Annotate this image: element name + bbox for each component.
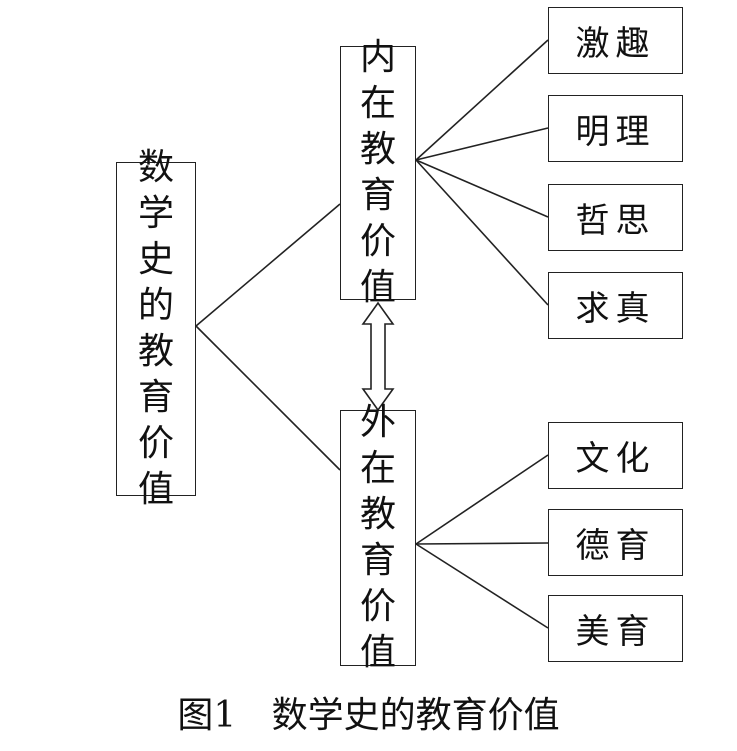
leaf-label: 激趣 [575, 24, 656, 64]
leaf-label: 美育 [575, 612, 656, 652]
leaf-label: 文化 [575, 439, 656, 479]
vertical-char: 值 [137, 469, 174, 510]
vertical-char: 史 [137, 239, 174, 280]
leaf-node-mingli: 明理 [548, 95, 683, 162]
vertical-char: 在 [359, 448, 396, 489]
figure-caption: 图1 数学史的教育价值 [0, 686, 737, 738]
leaf-node-meiyu: 美育 [548, 595, 683, 662]
vertical-char: 的 [137, 285, 174, 326]
vertical-char: 值 [359, 267, 396, 308]
leaf-label: 德育 [575, 526, 656, 566]
edge-extrinsic-leaf-2 [415, 542, 549, 545]
edge-intrinsic-leaf-3 [415, 159, 549, 218]
root-node: 数学史的教育价值 [116, 147, 196, 510]
leaf-label: 求真 [575, 289, 656, 329]
edge-intrinsic-leaf-4 [415, 159, 549, 306]
edge-intrinsic-leaf-2 [415, 127, 549, 161]
extrinsic-value-node: 外在教育价值 [340, 402, 416, 673]
vertical-char: 学 [137, 193, 174, 234]
leaf-node-wenhua: 文化 [548, 422, 683, 489]
leaf-node-deyu: 德育 [548, 509, 683, 576]
vertical-char: 价 [137, 423, 174, 464]
figure-title: 数学史的教育价值 [271, 695, 560, 736]
vertical-char: 育 [137, 377, 174, 418]
edge-intrinsic-leaf-1 [415, 39, 549, 161]
vertical-char: 数 [137, 147, 174, 188]
leaf-label: 明理 [575, 112, 656, 152]
vertical-char: 教 [359, 494, 396, 535]
vertical-char: 育 [359, 175, 396, 216]
extrinsic-value-label: 外在教育价值 [341, 402, 415, 673]
vertical-char: 教 [359, 129, 396, 170]
intrinsic-value-label: 内在教育价值 [341, 37, 415, 308]
vertical-char: 价 [359, 586, 396, 627]
vertical-char: 在 [359, 83, 396, 124]
edge-extrinsic-leaf-1 [415, 454, 549, 545]
edge-root-extrinsic [195, 325, 341, 471]
vertical-char: 内 [359, 37, 396, 78]
root-node-label: 数学史的教育价值 [117, 147, 195, 510]
double-arrow-icon [361, 301, 395, 412]
vertical-char: 教 [137, 331, 174, 372]
vertical-char: 价 [359, 221, 396, 262]
figure-number: 图1 [177, 695, 237, 736]
vertical-char: 值 [359, 632, 396, 673]
leaf-node-qiuzhen: 求真 [548, 272, 683, 339]
vertical-char: 育 [359, 540, 396, 581]
vertical-char: 外 [359, 402, 396, 443]
edge-root-intrinsic [195, 203, 341, 327]
intrinsic-value-node: 内在教育价值 [340, 37, 416, 308]
edge-extrinsic-leaf-3 [415, 543, 549, 629]
leaf-node-zhesi: 哲思 [548, 184, 683, 251]
leaf-label: 哲思 [575, 201, 656, 241]
leaf-node-jiqu: 激趣 [548, 7, 683, 74]
